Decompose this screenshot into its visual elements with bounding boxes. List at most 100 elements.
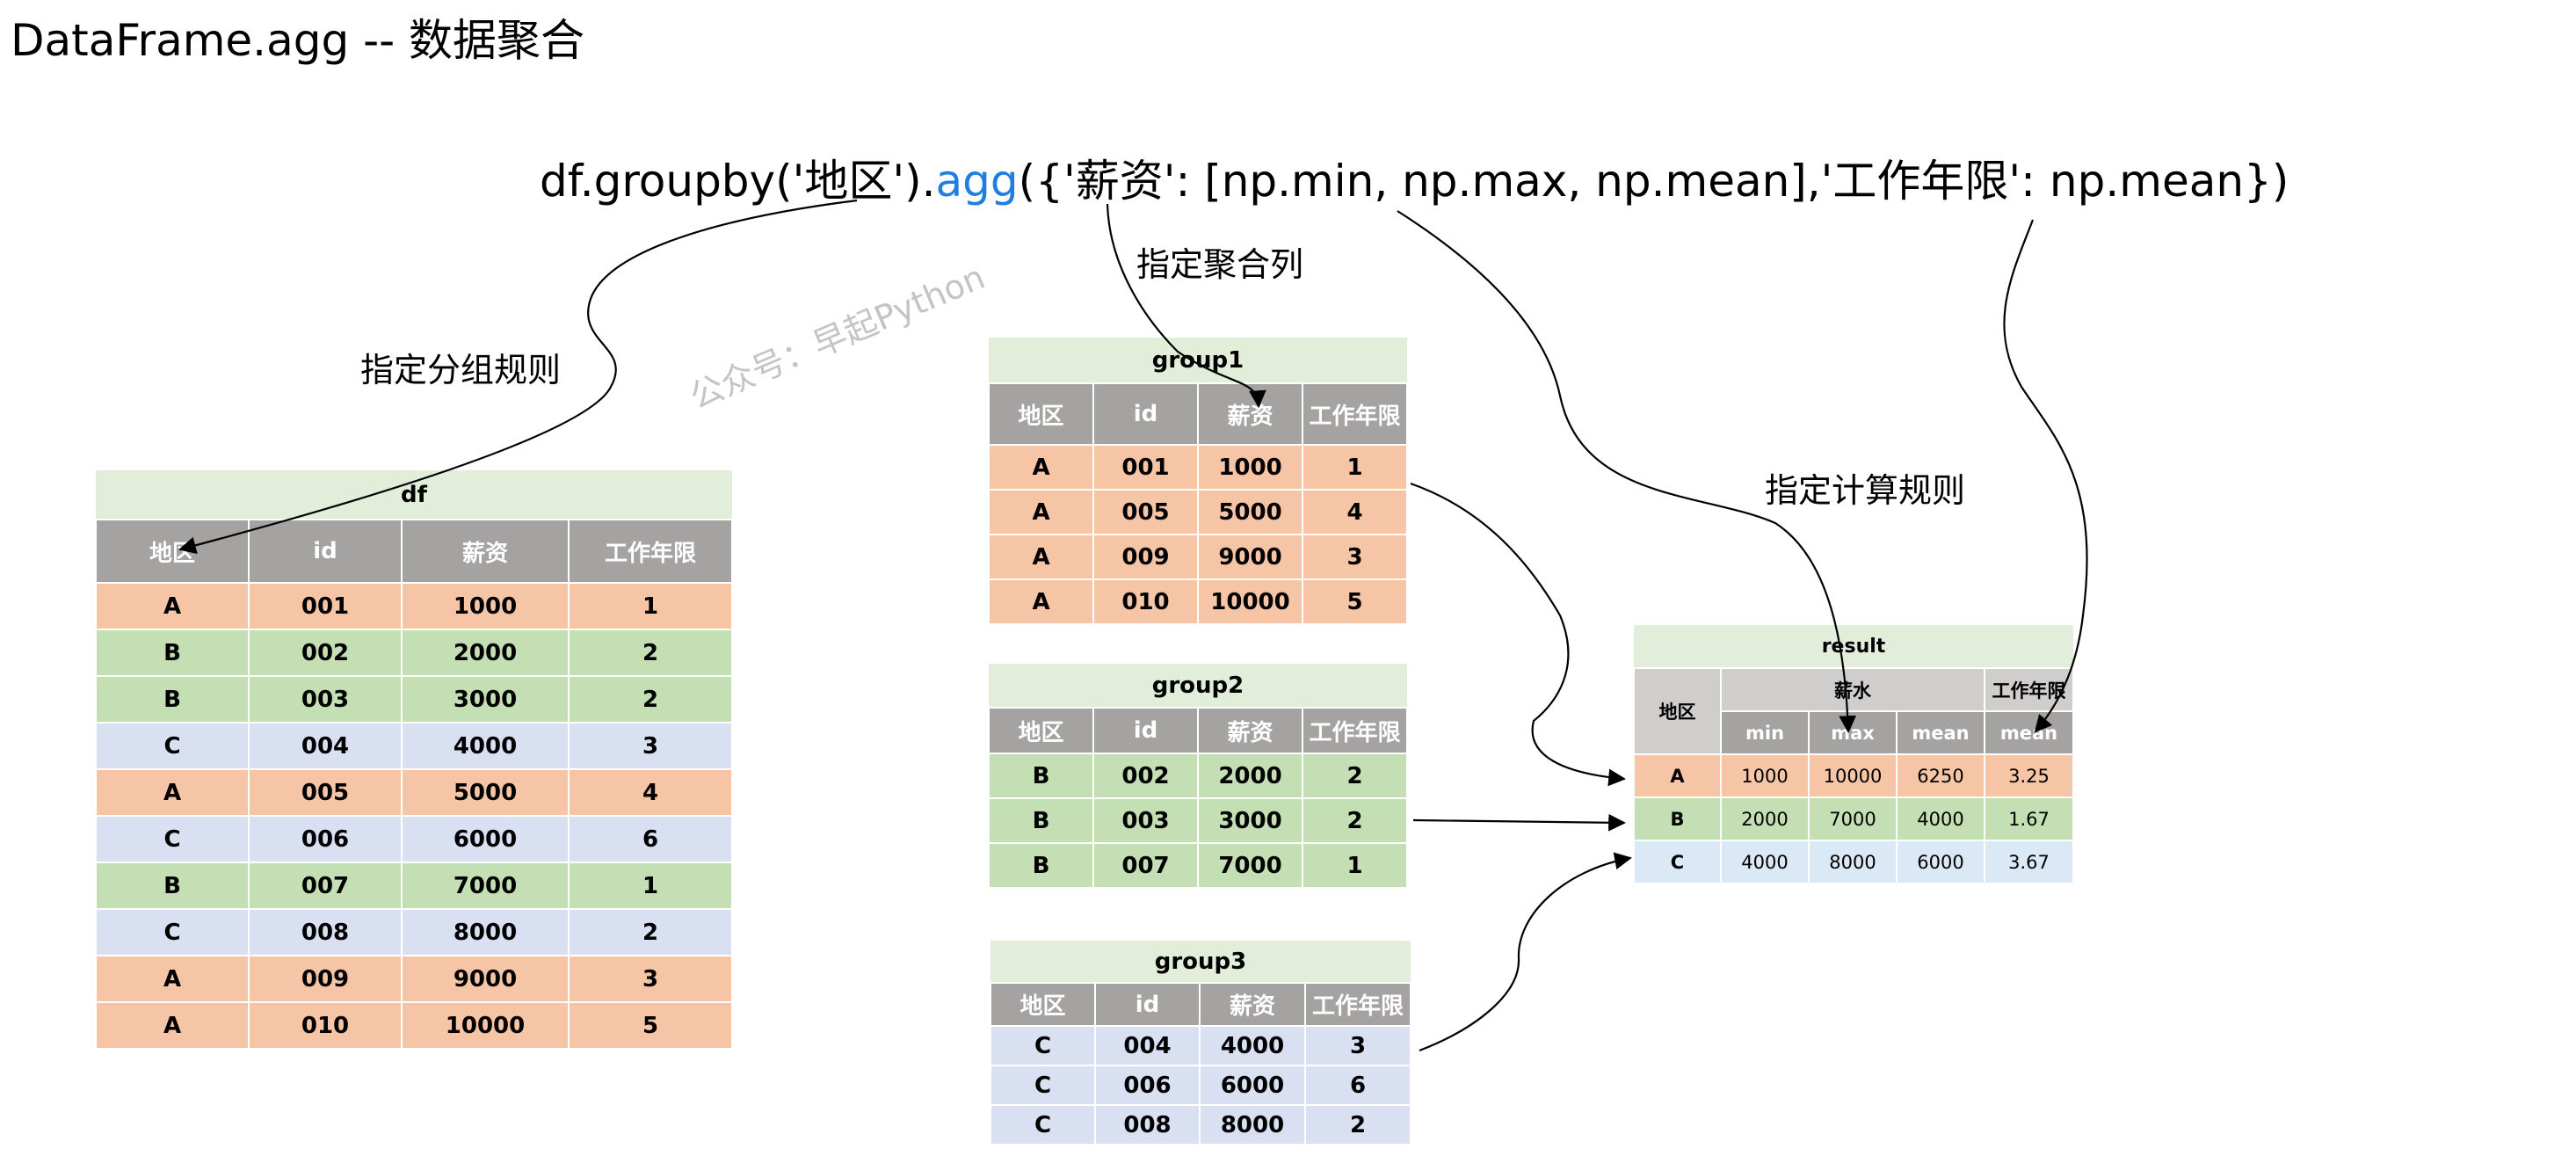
table-cell: 5000: [401, 768, 570, 817]
table-cell: 3.25: [1983, 753, 2075, 798]
table-cell: 7000: [1808, 796, 1898, 841]
table-cell: C: [95, 722, 250, 770]
group2-header-region: 地区: [988, 707, 1094, 754]
table-cell: 002: [248, 629, 403, 677]
table-cell: 009: [1092, 534, 1199, 580]
table-cell: 3000: [1197, 797, 1303, 844]
table-cell: 6000: [1896, 840, 1985, 884]
code-prefix: df.groupby('地区').: [540, 156, 936, 207]
table-cell: A: [95, 582, 250, 630]
table-cell: 001: [1092, 444, 1199, 491]
table-cell: 003: [1092, 797, 1199, 844]
group3-caption: group3: [990, 941, 1411, 983]
annotation-agg-column: 指定聚合列: [1136, 245, 1304, 284]
table-cell: B: [988, 842, 1094, 889]
table-cell: 3000: [401, 675, 570, 724]
group2-header-id: id: [1092, 707, 1199, 754]
table-cell: 6000: [1199, 1065, 1306, 1106]
df-header-id: id: [248, 519, 403, 584]
table-cell: 5: [568, 1001, 733, 1050]
table-cell: 008: [1094, 1104, 1201, 1145]
table-cell: 007: [1092, 842, 1199, 889]
table-cell: 9000: [1197, 534, 1303, 580]
table-cell: 008: [248, 908, 403, 956]
table-cell: C: [990, 1104, 1096, 1145]
table-cell: 001: [248, 582, 403, 630]
arrow-group2-to-result: [1412, 813, 1626, 832]
group2-caption: group2: [989, 664, 1408, 708]
code-agg-method: agg: [935, 156, 1019, 207]
group1-caption: group1: [989, 338, 1408, 383]
table-cell: 7000: [1197, 842, 1303, 889]
df-header-years: 工作年限: [568, 519, 733, 584]
table-cell: 4000: [1720, 840, 1810, 884]
table-cell: 004: [248, 722, 403, 770]
result-header-years: 工作年限: [1983, 667, 2075, 712]
table-cell: 3: [1303, 1025, 1412, 1066]
table-cell: B: [95, 675, 250, 724]
table-cell: 3.67: [1983, 840, 2075, 884]
group3-header-years: 工作年限: [1303, 982, 1412, 1027]
table-cell: 2000: [401, 629, 570, 677]
table-cell: 6000: [401, 815, 570, 863]
table-cell: 1000: [1197, 444, 1303, 491]
table-cell: A: [988, 444, 1094, 491]
table-cell: 2: [1301, 753, 1409, 799]
df-header-salary: 薪资: [401, 519, 570, 584]
table-cell: 2000: [1720, 796, 1810, 841]
table-cell: C: [990, 1065, 1096, 1106]
table-cell: 6: [568, 815, 733, 863]
table-cell: A: [95, 955, 250, 1003]
table-cell: 6: [1303, 1065, 1412, 1106]
table-cell: A: [988, 534, 1094, 580]
table-cell: 2: [568, 629, 733, 677]
table-cell: A: [95, 768, 250, 817]
group1-header-region: 地区: [988, 382, 1094, 446]
table-cell: 1.67: [1983, 796, 2075, 841]
table-cell: 4000: [1896, 796, 1985, 841]
group1-header-years: 工作年限: [1301, 382, 1409, 446]
table-cell: 006: [248, 815, 403, 863]
table-cell: C: [95, 815, 250, 863]
code-expression: df.groupby('地区').agg({'薪资': [np.min, np.…: [540, 146, 2289, 209]
table-cell: 5000: [1197, 489, 1303, 535]
table-cell: 10000: [1808, 753, 1898, 798]
result-header-region: 地区: [1633, 667, 1722, 755]
table-cell: 5: [1301, 578, 1409, 625]
group1-header-id: id: [1092, 382, 1199, 446]
group3-header-id: id: [1094, 982, 1201, 1027]
code-suffix: ({'薪资': [np.min, np.max, np.mean],'工作年限'…: [1018, 156, 2289, 207]
table-cell: 009: [248, 955, 403, 1003]
arrow-agg-column: [1106, 203, 1266, 408]
table-cell: A: [1633, 753, 1722, 798]
table-cell: 1: [568, 862, 733, 910]
result-subheader-min: min: [1720, 710, 1810, 755]
table-cell: 1: [568, 582, 733, 630]
table-cell: 4000: [401, 722, 570, 770]
group2-header-years: 工作年限: [1301, 707, 1409, 754]
group3-header-salary: 薪资: [1199, 982, 1306, 1027]
page-title: DataFrame.agg -- 数据聚合: [11, 15, 585, 66]
table-cell: B: [95, 862, 250, 910]
table-cell: 010: [1092, 578, 1199, 625]
table-cell: 005: [1092, 489, 1199, 535]
table-cell: 002: [1092, 753, 1199, 799]
group2-header-salary: 薪资: [1197, 707, 1303, 754]
